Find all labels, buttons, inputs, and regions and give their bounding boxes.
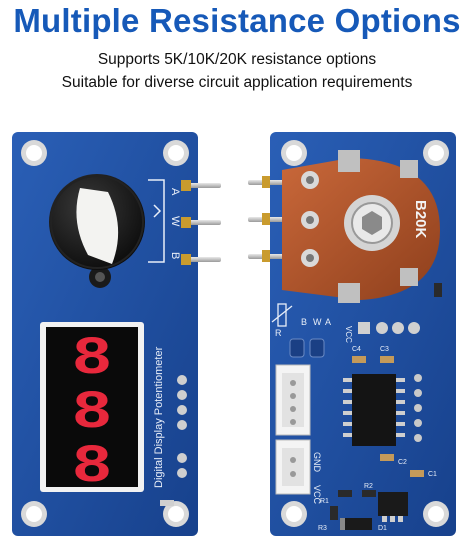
led-digit-3: 8	[72, 437, 112, 498]
subtitle-line-2: Suitable for diverse circuit application…	[61, 74, 413, 91]
potentiometer-body: B20K	[282, 150, 440, 303]
mounting-hole-icon	[281, 140, 449, 527]
silk-c2: C2	[398, 459, 407, 466]
pin-header	[181, 180, 221, 265]
led-display: 8 8 8	[40, 322, 144, 498]
voltage-regulator	[378, 492, 408, 522]
silk-r1: R1	[320, 498, 329, 505]
silk-gnd: GND	[312, 452, 322, 473]
silk-a: A	[325, 317, 331, 327]
silk-r2: R2	[364, 483, 373, 490]
silk-c4: C4	[352, 346, 361, 353]
silk-d1: D1	[378, 525, 387, 532]
header-pads	[358, 322, 420, 334]
jst-connector	[275, 439, 311, 495]
resistor-symbol-icon	[271, 303, 293, 327]
mounting-hole-icon	[21, 140, 189, 527]
silk-vcc: VCC	[344, 326, 353, 343]
pin-label-w: W	[169, 216, 181, 227]
via-column	[414, 374, 422, 442]
page-title: Multiple Resistance Options	[13, 2, 461, 39]
board-silkscreen: Digital Display Potentiometer	[153, 346, 165, 488]
back-board: B20K R B W A VCC	[248, 132, 456, 536]
silk-vcc-2: VCC	[312, 485, 322, 505]
pin-label-a: A	[169, 188, 181, 196]
silk-r: R	[275, 328, 282, 338]
solder-pads	[160, 375, 187, 506]
ic-chip	[343, 374, 405, 446]
silk-r3: R3	[318, 525, 327, 532]
jst-connector	[275, 364, 311, 436]
pot-value-label: B20K	[412, 200, 429, 239]
potentiometer-knob[interactable]	[49, 174, 145, 288]
silk-w: W	[313, 317, 322, 327]
front-board: A W B 8 8 8 Digital Display Potentiomete…	[12, 132, 221, 536]
led-digit-2: 8	[72, 383, 112, 444]
pin-label-b: B	[169, 252, 181, 259]
subtitle-line-1: Supports 5K/10K/20K resistance options	[97, 51, 377, 68]
silk-c3: C3	[380, 346, 389, 353]
pin-header	[248, 176, 288, 262]
silk-c1: C1	[428, 471, 437, 478]
silk-b: B	[301, 317, 307, 327]
led-digit-1: 8	[72, 329, 112, 390]
